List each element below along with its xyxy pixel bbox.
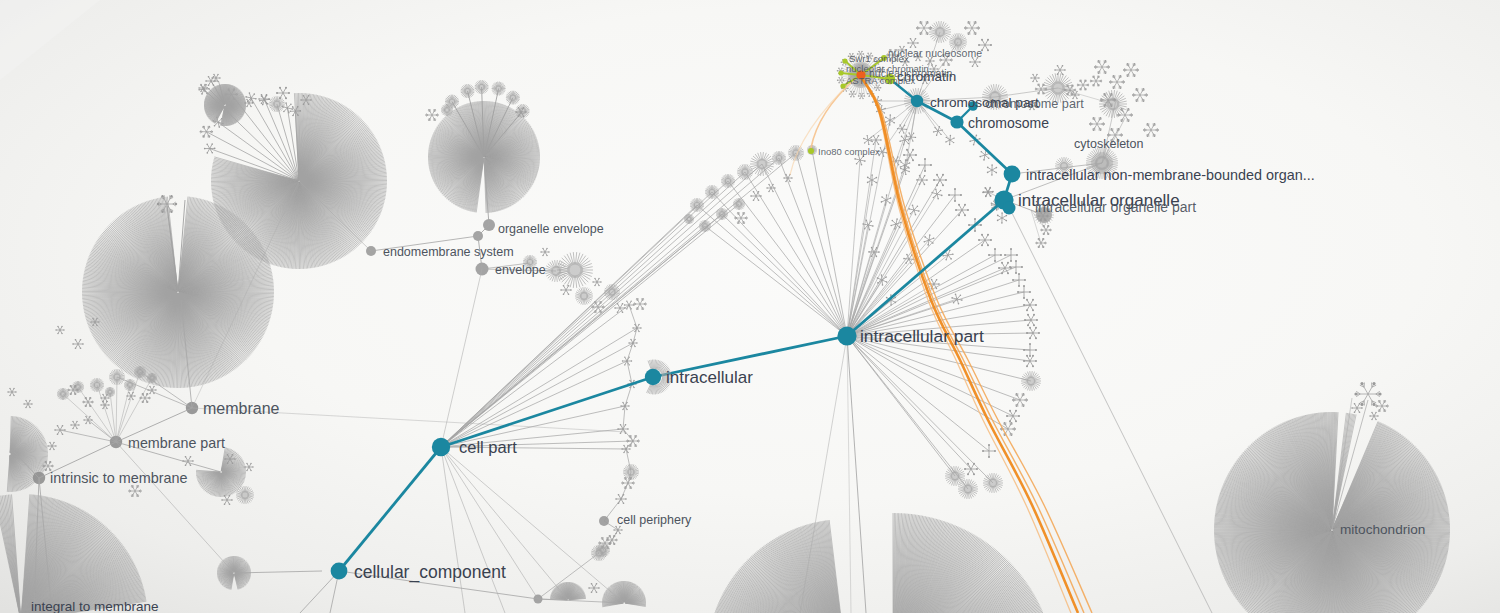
- svg-text:cell periphery: cell periphery: [617, 513, 692, 527]
- svg-text:endomembrane system: endomembrane system: [383, 245, 514, 259]
- svg-text:membrane: membrane: [203, 400, 280, 417]
- svg-text:ASTRA complex: ASTRA complex: [846, 75, 915, 86]
- svg-text:chromosome: chromosome: [968, 115, 1049, 131]
- svg-text:integral to membrane: integral to membrane: [31, 599, 159, 613]
- svg-text:membrane part: membrane part: [128, 435, 225, 451]
- svg-text:intracellular non-membrane-bou: intracellular non-membrane-bounded organ…: [1026, 167, 1315, 183]
- svg-text:nucleolar chromatin: nucleolar chromatin: [846, 63, 929, 74]
- svg-text:chromosome part: chromosome part: [985, 97, 1084, 111]
- svg-text:cytoskeleton: cytoskeleton: [1074, 137, 1144, 151]
- svg-text:cell part: cell part: [459, 438, 517, 456]
- svg-text:intracellular part: intracellular part: [860, 326, 984, 346]
- svg-text:intrinsic to membrane: intrinsic to membrane: [50, 470, 188, 486]
- svg-text:mitochondrion: mitochondrion: [1340, 522, 1425, 537]
- svg-text:cellular_component: cellular_component: [354, 562, 506, 583]
- svg-text:organelle envelope: organelle envelope: [498, 222, 604, 236]
- svg-text:intracellular: intracellular: [666, 368, 753, 387]
- svg-text:Ino80 complex: Ino80 complex: [818, 146, 880, 157]
- svg-text:intracellular organelle part: intracellular organelle part: [1035, 199, 1196, 215]
- svg-text:envelope: envelope: [495, 263, 546, 277]
